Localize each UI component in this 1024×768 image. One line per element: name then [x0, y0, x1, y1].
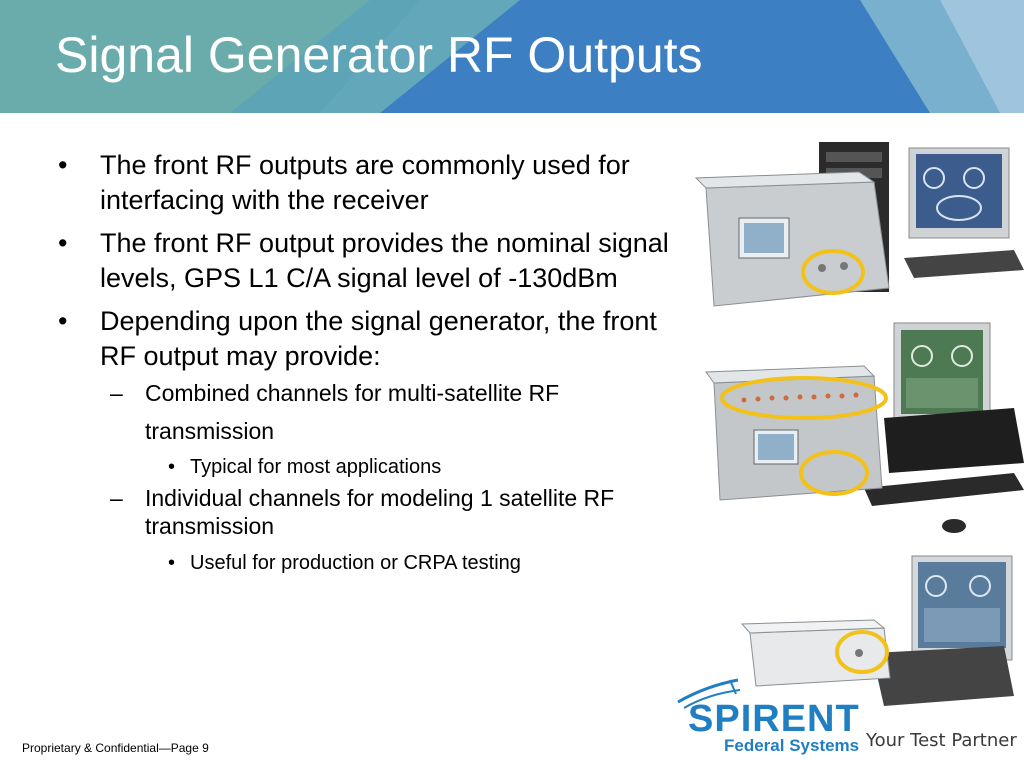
sub-sub-bullet-marker: •: [168, 552, 176, 574]
bullet-list: • The front RF outputs are commonly used…: [58, 148, 670, 580]
header-background: [0, 0, 1024, 113]
header-banner: Signal Generator RF Outputs: [0, 0, 1024, 113]
logo-division: Federal Systems: [724, 736, 860, 755]
sub-sub-bullet-item: • Typical for most applications: [58, 452, 670, 482]
bullet-text: Depending upon the signal generator, the…: [100, 306, 657, 371]
sub-bullet-marker: –: [110, 485, 123, 511]
compact-signal-generator-with-pc-photo: [740, 555, 1014, 706]
bullet-marker: •: [58, 306, 68, 336]
bullet-text: The front RF output provides the nominal…: [100, 228, 669, 293]
equipment-photos: [684, 138, 1024, 708]
bullet-item: • The front RF outputs are commonly used…: [58, 148, 670, 218]
sub-bullet-text: Combined channels for multi-satellite RF…: [145, 380, 560, 444]
equipment-illustrations: [694, 142, 1024, 706]
bullet-item: • Depending upon the signal generator, t…: [58, 304, 670, 374]
bullet-marker: •: [58, 150, 68, 180]
spirent-logo: SPIRENT Federal Systems Your Test Partne…: [676, 678, 1024, 768]
logo-tagline: Your Test Partner: [866, 730, 1017, 751]
bullet-item: • The front RF output provides the nomin…: [58, 226, 670, 296]
bullet-marker: •: [58, 228, 68, 258]
footer-text: Proprietary & Confidential—Page 9: [22, 741, 209, 755]
multi-channel-signal-generator-with-pc-photo: [705, 322, 1024, 533]
sub-bullet-item: – Individual channels for modeling 1 sat…: [58, 484, 670, 540]
logo-wordmark: SPIRENT: [688, 698, 860, 740]
spirent-swoosh-icon: [677, 678, 741, 709]
slide-title: Signal Generator RF Outputs: [55, 27, 703, 83]
sub-sub-bullet-text: Useful for production or CRPA testing: [190, 552, 521, 574]
sub-bullet-text: Individual channels for modeling 1 satel…: [145, 485, 615, 539]
bullet-text: The front RF outputs are commonly used f…: [100, 150, 630, 215]
sub-bullet-item: – Combined channels for multi-satellite …: [58, 374, 670, 450]
sub-sub-bullet-text: Typical for most applications: [190, 456, 442, 478]
sub-bullet-marker: –: [110, 380, 123, 406]
sub-sub-bullet-marker: •: [168, 456, 176, 478]
signal-generator-with-pc-photo: [694, 142, 1024, 307]
sub-sub-bullet-item: • Useful for production or CRPA testing: [58, 548, 670, 578]
